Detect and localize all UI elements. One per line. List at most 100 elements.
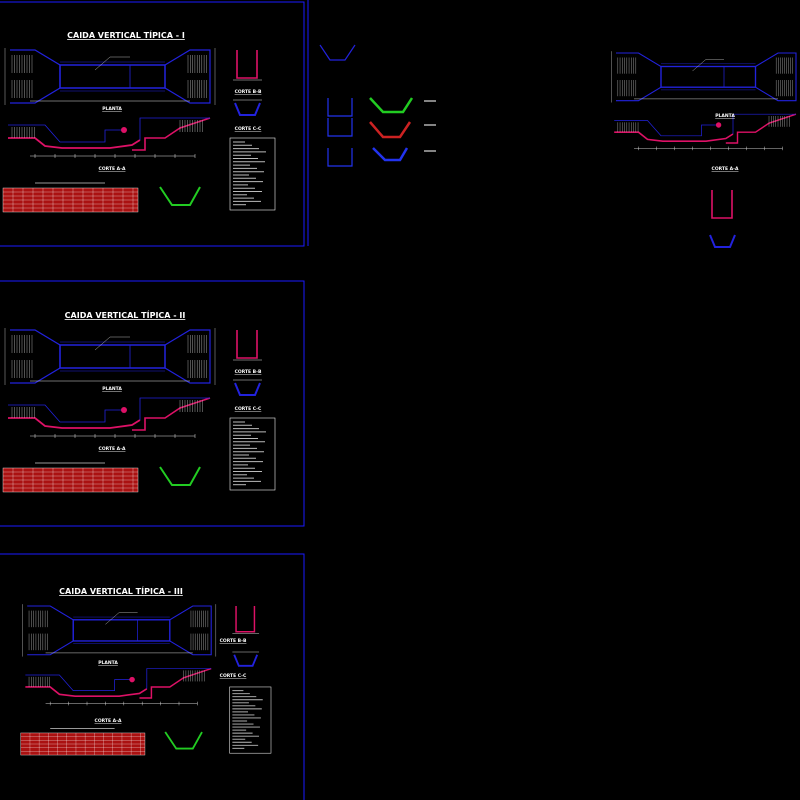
detail-b-walls — [236, 330, 258, 359]
sheet-2-title: CAIDA VERTICAL TÍPICA - II — [65, 309, 186, 320]
plan-left-transition — [10, 329, 61, 384]
plan-left-transition — [27, 605, 74, 656]
sheet-content — [2, 48, 276, 213]
plan-channel — [660, 65, 757, 88]
blue-canal-section — [372, 147, 409, 162]
detail-sections — [229, 606, 272, 754]
sheet-3-title: CAIDA VERTICAL TÍPICA - III — [59, 585, 183, 596]
detail-c-section — [234, 102, 261, 116]
section-a-a — [8, 397, 211, 438]
drawing-sheet-3 — [0, 553, 305, 800]
rectangular-canal-section — [327, 98, 353, 117]
section-upper-line — [8, 124, 125, 143]
section-concrete-floor — [8, 137, 141, 149]
plan-channel — [59, 344, 166, 369]
plan-left-transition — [10, 49, 61, 104]
green-canal-section — [369, 97, 414, 114]
plan-leader — [105, 612, 120, 625]
section-stilling-basin — [132, 117, 211, 151]
sheet-1-detail-b-label: CORTE B-B — [235, 89, 262, 95]
plan-leader — [94, 56, 111, 71]
sheet-2-detail-c-label: CORTE C-C — [235, 406, 262, 412]
red-canal-section — [369, 121, 412, 139]
sheet-2-detail-b-label: CORTE B-B — [235, 369, 262, 375]
characteristics-table-group — [20, 727, 203, 756]
sheet-content — [2, 328, 276, 493]
rectangular-canal-section — [327, 118, 353, 137]
sheet-frame — [0, 1, 305, 247]
extra-plan-label: PLANTA — [715, 113, 735, 119]
section-stilling-basin — [132, 397, 211, 431]
section-downstream-line — [139, 397, 210, 420]
section-upper-line — [8, 404, 125, 423]
characteristics-table-group — [2, 182, 201, 213]
section-drop-nappe — [121, 407, 127, 413]
plan-view — [4, 328, 216, 385]
extra-section-label: CORTE A-A — [712, 166, 739, 172]
plan-right-transition — [164, 329, 211, 384]
canal-section-top — [319, 44, 356, 61]
rectangular-canal-section — [327, 148, 353, 167]
detail-sections — [229, 330, 276, 491]
detail-c-section — [233, 654, 259, 667]
sheet-frame — [0, 553, 305, 800]
extra-plan-and-section — [611, 51, 797, 151]
drawing-sheet-1 — [0, 1, 305, 247]
sheet-2-section-label: CORTE A-A — [99, 446, 126, 452]
detail-b-walls — [235, 606, 256, 633]
plan-channel — [72, 619, 171, 642]
section-upper-line — [614, 120, 720, 137]
plan-right-transition — [755, 52, 797, 102]
plan-leader — [94, 336, 111, 351]
section-drop-nappe — [129, 676, 135, 683]
section-concrete-floor — [614, 131, 734, 143]
sheet-1-title: CAIDA VERTICAL TÍPICA - I — [67, 29, 185, 40]
section-downstream-line — [146, 668, 212, 689]
plan-leader — [692, 59, 707, 72]
notes-box — [229, 137, 276, 211]
plan-right-transition — [169, 605, 212, 656]
section-downstream-line — [732, 113, 797, 135]
section-a-a — [8, 117, 211, 158]
sheet-1-section-label: CORTE A-A — [99, 166, 126, 172]
sheet-3-detail-b-label: CORTE B-B — [220, 638, 247, 644]
section-upper-line — [25, 674, 134, 692]
sheet-2-plan-label: PLANTA — [102, 386, 122, 392]
plan-left-transition — [616, 52, 662, 102]
sheet-1-detail-c-label: CORTE C-C — [235, 126, 262, 132]
plan-channel — [59, 64, 166, 89]
plan-view — [22, 604, 216, 657]
sheet-3-detail-c-label: CORTE C-C — [220, 673, 247, 679]
section-drop-nappe — [715, 122, 722, 128]
detail-c-section — [234, 382, 261, 396]
section-drop-nappe — [121, 127, 127, 133]
notes-box — [229, 417, 276, 491]
trapezoidal-channel-section — [159, 466, 201, 486]
section-stilling-basin — [139, 667, 212, 699]
section-downstream-line — [139, 117, 210, 140]
detail-sections — [229, 50, 276, 211]
sheet-1-plan-label: PLANTA — [102, 106, 122, 112]
characteristics-table-group — [2, 462, 201, 493]
section-concrete-floor — [8, 417, 141, 429]
trapezoidal-channel-section — [164, 731, 203, 750]
section-concrete-floor — [25, 686, 148, 697]
detail-b-walls — [711, 190, 733, 219]
drawing-sheet-2 — [0, 280, 305, 527]
trapezoidal-channel-section — [159, 186, 201, 206]
plan-view — [611, 51, 797, 103]
sheet-3-section-label: CORTE A-A — [95, 718, 122, 724]
detail-c-section — [709, 234, 736, 248]
section-a-a — [25, 667, 212, 706]
sheet-content — [20, 604, 272, 756]
plan-view — [4, 48, 216, 105]
section-a-a — [614, 113, 797, 151]
sheet-frame — [0, 280, 305, 527]
extra-details — [709, 190, 736, 248]
plan-right-transition — [164, 49, 211, 104]
sheet-3-plan-label: PLANTA — [98, 660, 118, 666]
section-stilling-basin — [725, 113, 797, 144]
detail-b-walls — [236, 50, 258, 79]
